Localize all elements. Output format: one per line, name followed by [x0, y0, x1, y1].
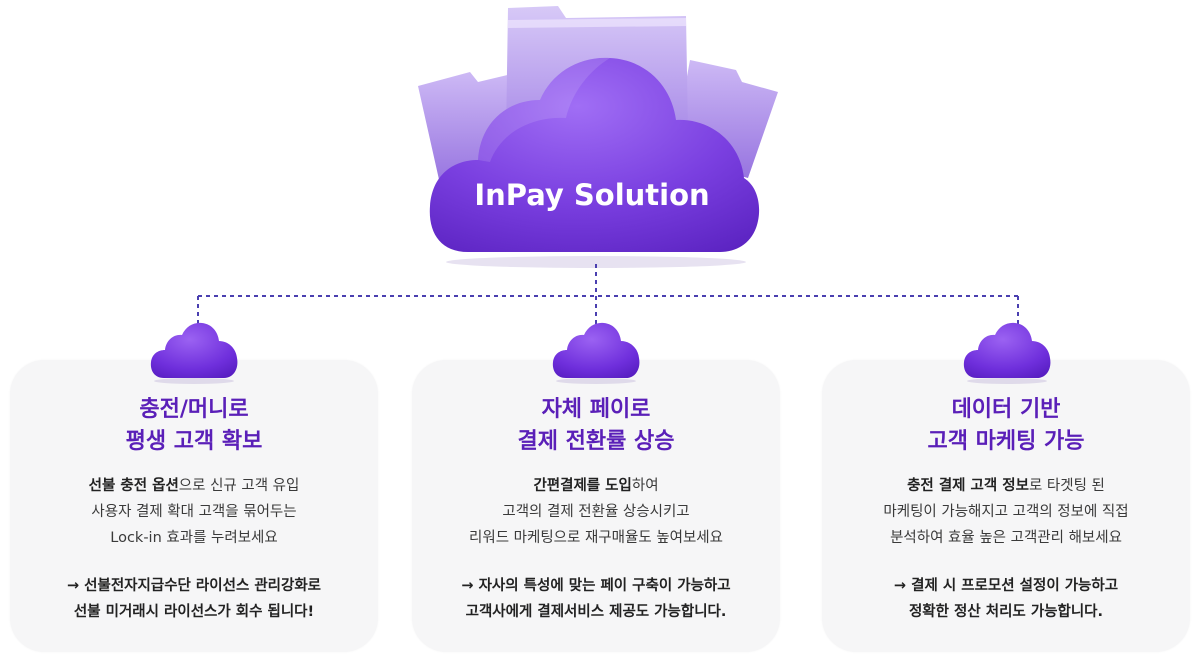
- feature-card-pay: 자체 페이로 결제 전환률 상승 간편결제를 도입하여 고객의 결제 전환율 상…: [412, 360, 780, 652]
- card-title: 자체 페이로 결제 전환률 상승: [517, 397, 675, 454]
- card-body: 선불 충전 옵션으로 신규 고객 유입 사용자 결제 확대 고객을 묶어두는 L…: [10, 473, 378, 625]
- feature-card-data: 데이터 기반 고객 마케팅 가능 충전 결제 고객 정보로 타겟팅 된 마케팅이…: [822, 360, 1190, 652]
- card-body: 충전 결제 고객 정보로 타겟팅 된 마케팅이 가능해지고 고객의 정보에 직접…: [822, 473, 1190, 625]
- card-body: 간편결제를 도입하여 고객의 결제 전환율 상승시키고 리워드 마케팅으로 재구…: [412, 473, 780, 625]
- hero-title: InPay Solution: [474, 178, 710, 212]
- cloud-icon: [963, 322, 1051, 384]
- card-title: 데이터 기반 고객 마케팅 가능: [927, 397, 1085, 454]
- feature-card-charge: 충전/머니로 평생 고객 확보 선불 충전 옵션으로 신규 고객 유입 사용자 …: [10, 360, 378, 652]
- card-highlight: 선불 미거래시 라이선스가 회수 됩니다!: [73, 604, 315, 620]
- card-title: 충전/머니로 평생 고객 확보: [125, 397, 263, 454]
- cloud-with-folders-icon: [418, 6, 778, 268]
- cloud-icon: [552, 322, 640, 384]
- card-highlight: → 결제 시 프로모션 설정이 가능하고: [893, 578, 1119, 594]
- card-highlight: → 자사의 특성에 맞는 페이 구축이 가능하고: [461, 578, 731, 594]
- card-highlight: → 선불전자지급수단 라이선스 관리강화로: [66, 578, 322, 594]
- card-highlight: 고객사에게 결제서비스 제공도 가능합니다.: [465, 604, 727, 620]
- connector-lines: [197, 264, 1019, 326]
- card-highlight: 정확한 정산 처리도 가능합니다.: [908, 604, 1104, 620]
- cloud-icon: [150, 322, 238, 384]
